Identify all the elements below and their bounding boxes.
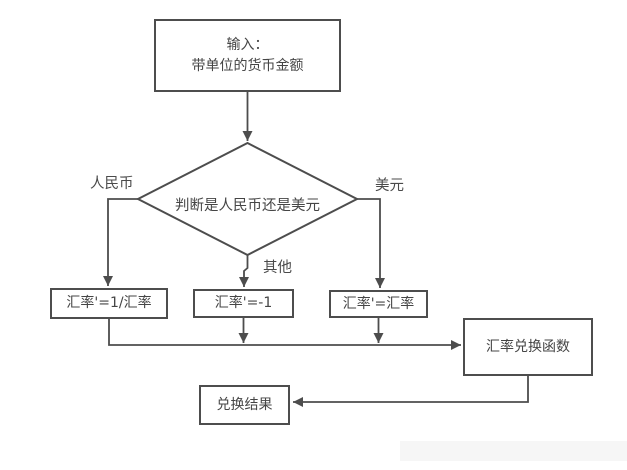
edge-label-usd: 美元 (375, 178, 404, 194)
edge-rmb-to-func (108, 319, 461, 350)
edge-label-other: 其他 (263, 260, 292, 276)
edge-func-to-result (293, 376, 529, 407)
corner-shade-rectangle (400, 441, 627, 461)
node-exchange-func: 汇率兑换函数 (463, 318, 593, 376)
node-rmb-assign: 汇率'=1/汇率 (50, 288, 168, 319)
edge-decision-to-rmb (103, 198, 138, 286)
node-decision-label: 判断是人民币还是美元 (175, 198, 320, 214)
node-usd-assign: 汇率'=汇率 (329, 290, 428, 318)
edge-decision-to-other (239, 255, 249, 287)
node-input-line1: 输入： (226, 37, 269, 54)
edge-label-rmb: 人民币 (90, 176, 134, 192)
node-other-assign: 汇率'=-1 (193, 289, 294, 318)
node-input: 输入： 带单位的货币金额 (154, 19, 341, 92)
node-result: 兑换结果 (199, 385, 290, 425)
edge-decision-to-usd (357, 198, 385, 288)
node-input-line2: 带单位的货币金额 (191, 57, 304, 74)
